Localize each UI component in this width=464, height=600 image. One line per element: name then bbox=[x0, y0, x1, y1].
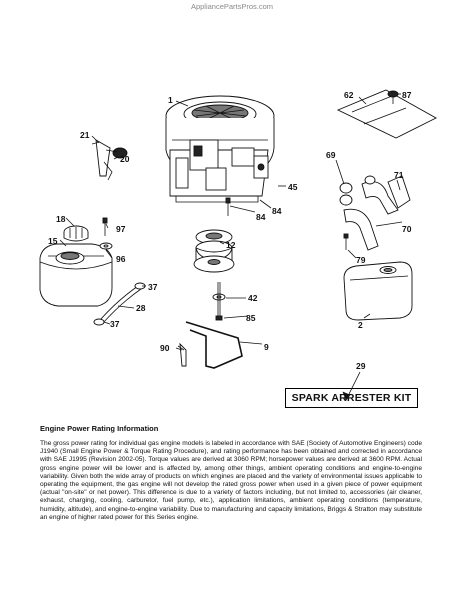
callout-1: 1 bbox=[168, 95, 173, 105]
callout-70: 70 bbox=[402, 224, 412, 234]
callout-21: 21 bbox=[80, 130, 90, 140]
callout-29: 29 bbox=[356, 361, 366, 371]
callout-84-right: 84 bbox=[272, 206, 282, 216]
exhaust-pipes-drawing bbox=[339, 175, 411, 251]
callout-37-top: 37 bbox=[148, 282, 158, 292]
callout-15: 15 bbox=[48, 236, 58, 246]
callout-87: 87 bbox=[402, 90, 412, 100]
kit-arrow bbox=[342, 391, 351, 401]
callout-71: 71 bbox=[394, 170, 404, 180]
control-handle-drawing bbox=[91, 139, 128, 181]
engine-drawing bbox=[165, 95, 275, 203]
callout-18: 18 bbox=[56, 214, 66, 224]
callout-42: 42 bbox=[248, 293, 258, 303]
fuel-tank-drawing bbox=[39, 225, 113, 307]
watermark-text: AppliancePartsPros.com bbox=[190, 2, 274, 11]
callout-28: 28 bbox=[136, 303, 146, 313]
leader-lines bbox=[59, 93, 403, 401]
callout-79: 79 bbox=[356, 255, 366, 265]
pulley-drawing bbox=[193, 197, 235, 321]
callout-84-left: 84 bbox=[256, 212, 266, 222]
spark-arrester-kit-label: SPARK ARRESTER KIT bbox=[285, 388, 418, 408]
parts-diagram: 1 21 20 18 15 97 96 37 28 37 12 42 85 84… bbox=[39, 89, 437, 401]
callout-96: 96 bbox=[116, 254, 126, 264]
info-body: The gross power rating for individual ga… bbox=[40, 440, 422, 521]
callout-97: 97 bbox=[116, 224, 126, 234]
callout-12: 12 bbox=[226, 240, 236, 250]
callout-90: 90 bbox=[160, 343, 170, 353]
brace-rod-drawing bbox=[177, 321, 243, 369]
callout-9: 9 bbox=[264, 342, 269, 352]
callout-37-bottom: 37 bbox=[110, 319, 120, 329]
callout-85: 85 bbox=[246, 313, 256, 323]
callout-69: 69 bbox=[326, 150, 336, 160]
callout-2: 2 bbox=[358, 320, 363, 330]
info-title: Engine Power Rating Information bbox=[40, 424, 159, 433]
muffler-drawing bbox=[343, 261, 413, 321]
callout-62: 62 bbox=[344, 90, 354, 100]
callout-20: 20 bbox=[120, 154, 130, 164]
fuel-line-drawing bbox=[93, 217, 146, 326]
callout-45: 45 bbox=[288, 182, 298, 192]
